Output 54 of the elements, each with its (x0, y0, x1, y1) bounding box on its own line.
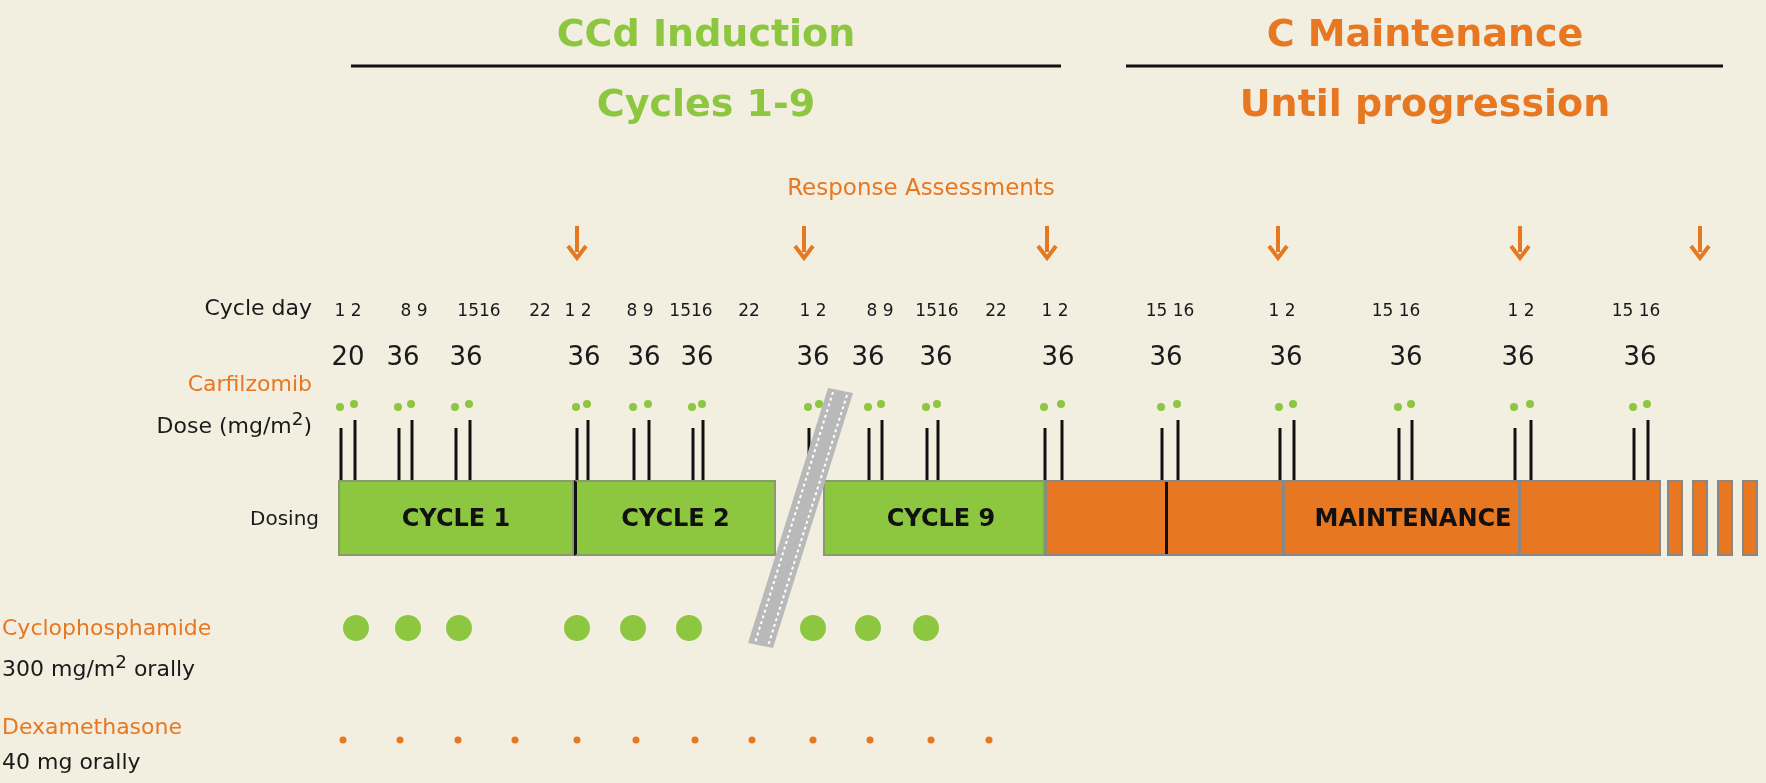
cycle-day-number: 1 2 (334, 300, 362, 320)
dose-value: 36 (1389, 341, 1423, 371)
continuation-bar (1692, 480, 1708, 556)
maintenance-bar: MAINTENANCE (1045, 480, 1661, 556)
cycle-day-number: 1 2 (564, 300, 592, 320)
cycle-bar: CYCLE 2 (574, 480, 776, 556)
section-heading: Cycles 1-9 (596, 83, 816, 125)
dose-value: 36 (449, 341, 483, 371)
dose-value: 36 (680, 341, 714, 371)
cycle-day-number: 1 2 (1041, 300, 1069, 320)
dose-note: 300 mg/m$^{2}$ orally (2, 651, 196, 682)
cycle-day-number: 1 2 (1268, 300, 1296, 320)
cycle-day-number: 1 2 (799, 300, 827, 320)
cycle-day-number: 15 16 (1145, 300, 1195, 320)
dose-value: 36 (1501, 341, 1535, 371)
dose-value: 36 (1041, 341, 1075, 371)
section-heading: Until progression (1239, 83, 1611, 125)
dose-value: 36 (919, 341, 953, 371)
drug-name: Carfilzomib (187, 371, 312, 397)
row-label: Dosing (250, 507, 319, 529)
cycle-bar: CYCLE 9 (823, 480, 1045, 556)
dose-value: 36 (1269, 341, 1303, 371)
dose-value: 36 (1149, 341, 1183, 371)
cycle-day-number: 1516 (915, 300, 959, 320)
continuation-bar (1742, 480, 1758, 556)
dose-value: 36 (386, 341, 420, 371)
cycle-bar: CYCLE 1 (338, 480, 574, 556)
drug-name: Cyclophosphamide (2, 615, 212, 641)
dose-value: 36 (1623, 341, 1657, 371)
row-label: Cycle day (204, 295, 312, 321)
dose-value: 36 (851, 341, 885, 371)
dose-note: 40 mg orally (2, 749, 141, 775)
drug-name: Dexamethasone (2, 714, 182, 740)
section-heading: C Maintenance (1266, 13, 1584, 55)
dose-value: 36 (567, 341, 601, 371)
cycle-day-number: 8 9 (866, 300, 894, 320)
cycle-day-number: 15 16 (1611, 300, 1661, 320)
cycle-day-number: 15 16 (1371, 300, 1421, 320)
dose-value: 36 (796, 341, 830, 371)
cycle-day-number: 1516 (669, 300, 713, 320)
cycle-day-number: 1 2 (1507, 300, 1535, 320)
continuation-bar (1717, 480, 1733, 556)
cycle-day-number: 8 9 (626, 300, 654, 320)
section-heading: CCd Induction (556, 13, 856, 55)
assessment-label: Response Assessments (787, 175, 1055, 201)
cycle-day-number: 8 9 (400, 300, 428, 320)
dose-value: 20 (331, 341, 365, 371)
cycle-day-number: 22 (985, 300, 1007, 320)
row-label: Dose (mg/m$^{2}$) (156, 408, 312, 439)
cycle-day-number: 22 (738, 300, 760, 320)
continuation-bar (1667, 480, 1683, 556)
cycle-day-number: 22 (529, 300, 551, 320)
dose-value: 36 (627, 341, 661, 371)
cycle-day-number: 1516 (457, 300, 501, 320)
